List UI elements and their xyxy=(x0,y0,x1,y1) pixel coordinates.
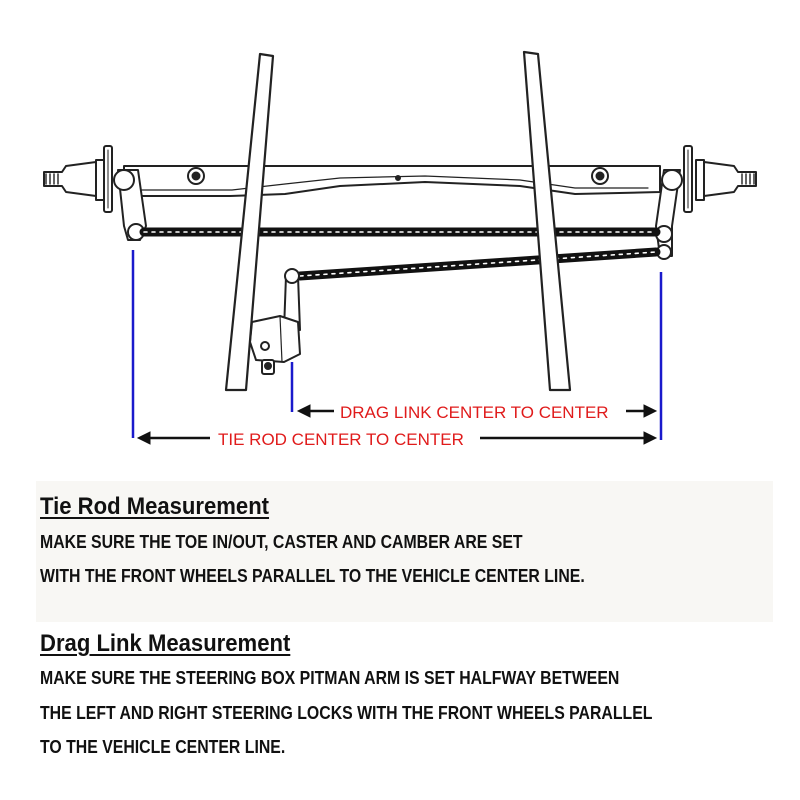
left-frame-rail xyxy=(224,52,275,392)
tie-rod-instruction-line-1: MAKE SURE THE TOE IN/OUT, CASTER AND CAM… xyxy=(40,532,523,552)
drag-link-instruction-line-3: TO THE VEHICLE CENTER LINE. xyxy=(40,737,286,757)
steering-linkage-diagram: DRAG LINK CENTER TO CENTER TIE ROD CENTE… xyxy=(43,50,757,449)
steering-box xyxy=(249,268,301,375)
tie-rod-instruction-line-2: WITH THE FRONT WHEELS PARALLEL TO THE VE… xyxy=(40,566,585,586)
drag-link-label: DRAG LINK CENTER TO CENTER xyxy=(340,403,609,422)
left-spindle xyxy=(43,145,113,213)
drag-link-measurement-section: Drag Link Measurement MAKE SURE THE STEE… xyxy=(36,622,773,772)
drag-link-instruction-line-2: THE LEFT AND RIGHT STEERING LOCKS WITH T… xyxy=(40,703,653,723)
drag-link-instruction-line-1: MAKE SURE THE STEERING BOX PITMAN ARM IS… xyxy=(40,668,620,688)
front-axle-drawing xyxy=(43,50,757,392)
right-spindle xyxy=(683,145,757,213)
tie-rod-label: TIE ROD CENTER TO CENTER xyxy=(218,430,464,449)
tie-rod-measurement-section: Tie Rod Measurement MAKE SURE THE TOE IN… xyxy=(36,481,773,622)
right-frame-rail xyxy=(522,50,572,392)
axle-beam xyxy=(123,165,661,197)
drag-link xyxy=(295,247,661,281)
tie-rod-heading: Tie Rod Measurement xyxy=(40,493,270,520)
tie-rod-dimension-arrow xyxy=(136,431,658,445)
drag-link-heading: Drag Link Measurement xyxy=(40,630,291,657)
measurement-lines xyxy=(131,250,663,440)
drag-link-dimension-arrow xyxy=(296,404,658,418)
